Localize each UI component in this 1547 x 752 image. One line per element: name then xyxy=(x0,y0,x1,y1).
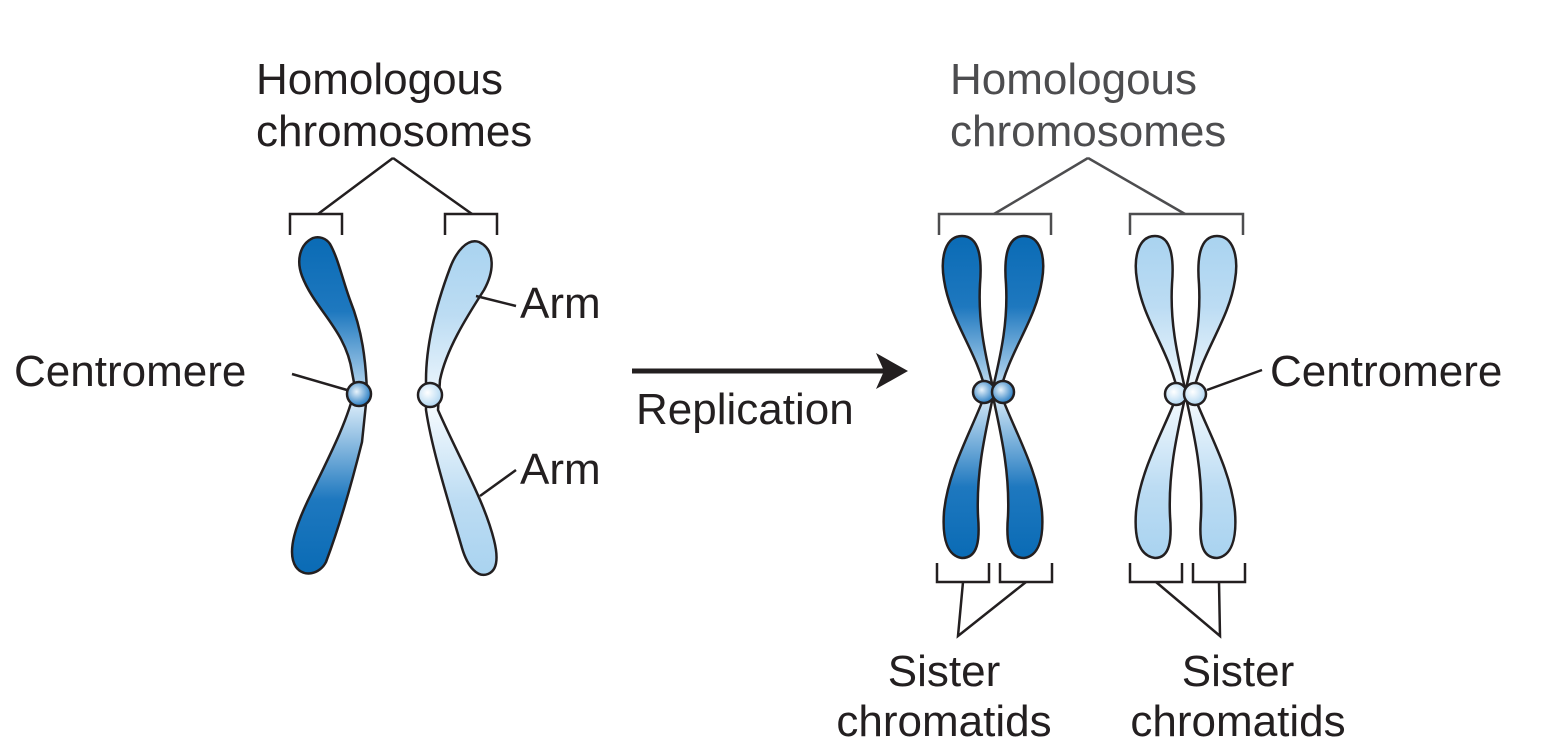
left-homologs-label: Homologous chromosomes xyxy=(256,55,532,156)
sister-label-right-line1: Sister xyxy=(1182,647,1294,696)
homologous-label-right-line1: Homologous xyxy=(950,55,1197,104)
replication-label: Replication xyxy=(636,385,854,434)
replication-arrow xyxy=(632,353,908,389)
homologous-label-line2: chromosomes xyxy=(256,107,532,156)
centromere-label-right: Centromere xyxy=(1270,347,1502,396)
bracket-light-chromatid-right xyxy=(1191,563,1247,584)
bracket-right-chromosome xyxy=(443,212,499,235)
dark-chromatid-right xyxy=(990,234,1045,560)
arm-label-bottom: Arm xyxy=(520,445,601,494)
sister-brackets-dark xyxy=(935,563,1054,639)
bracket-light-chromatid-left xyxy=(1128,563,1184,584)
homologs-pointer-lines-right xyxy=(993,156,1186,216)
centromere-dark xyxy=(345,380,373,408)
arm-pointer-bottom xyxy=(479,468,517,498)
sister-label-right-line2: chromatids xyxy=(1130,697,1345,746)
dark-chromatid-left xyxy=(941,234,996,560)
light-chromosome xyxy=(424,240,498,577)
bracket-dark-chromatid-left xyxy=(935,563,991,584)
light-chromatid-right xyxy=(1183,234,1238,560)
right-homologs-pointer xyxy=(937,156,1245,235)
sister-pointer-light xyxy=(1155,581,1222,639)
sister-brackets-light xyxy=(1128,563,1247,639)
sister-pointer-dark xyxy=(956,581,1027,639)
arrow-head-icon xyxy=(876,353,908,389)
centromere-pointer-right xyxy=(1206,368,1263,392)
homologs-pointer-lines xyxy=(317,156,473,216)
dark-chromosome xyxy=(290,236,369,575)
bracket-left-chromosome xyxy=(288,212,344,235)
light-chromatid-left xyxy=(1134,234,1188,560)
arm-label-top: Arm xyxy=(520,279,601,328)
bracket-dark-chromatid-right xyxy=(998,563,1054,584)
centromere-light-right xyxy=(1182,381,1208,407)
right-homologs-label: Homologous chromosomes xyxy=(950,55,1226,156)
bracket-light-pair xyxy=(1128,212,1245,235)
centromere-pointer-left xyxy=(291,372,348,392)
centromere-dark-right xyxy=(990,379,1016,405)
centromere-label-left: Centromere xyxy=(14,347,246,396)
arm-pointer-top xyxy=(475,294,517,308)
centromere-light xyxy=(416,381,444,409)
homologous-label-line1: Homologous xyxy=(256,55,503,104)
sister-label-left-line2: chromatids xyxy=(836,697,1051,746)
left-homologs-pointer xyxy=(288,156,499,235)
sister-label-left-line1: Sister xyxy=(888,647,1000,696)
bracket-dark-pair xyxy=(937,212,1053,235)
homologous-label-right-line2: chromosomes xyxy=(950,107,1226,156)
